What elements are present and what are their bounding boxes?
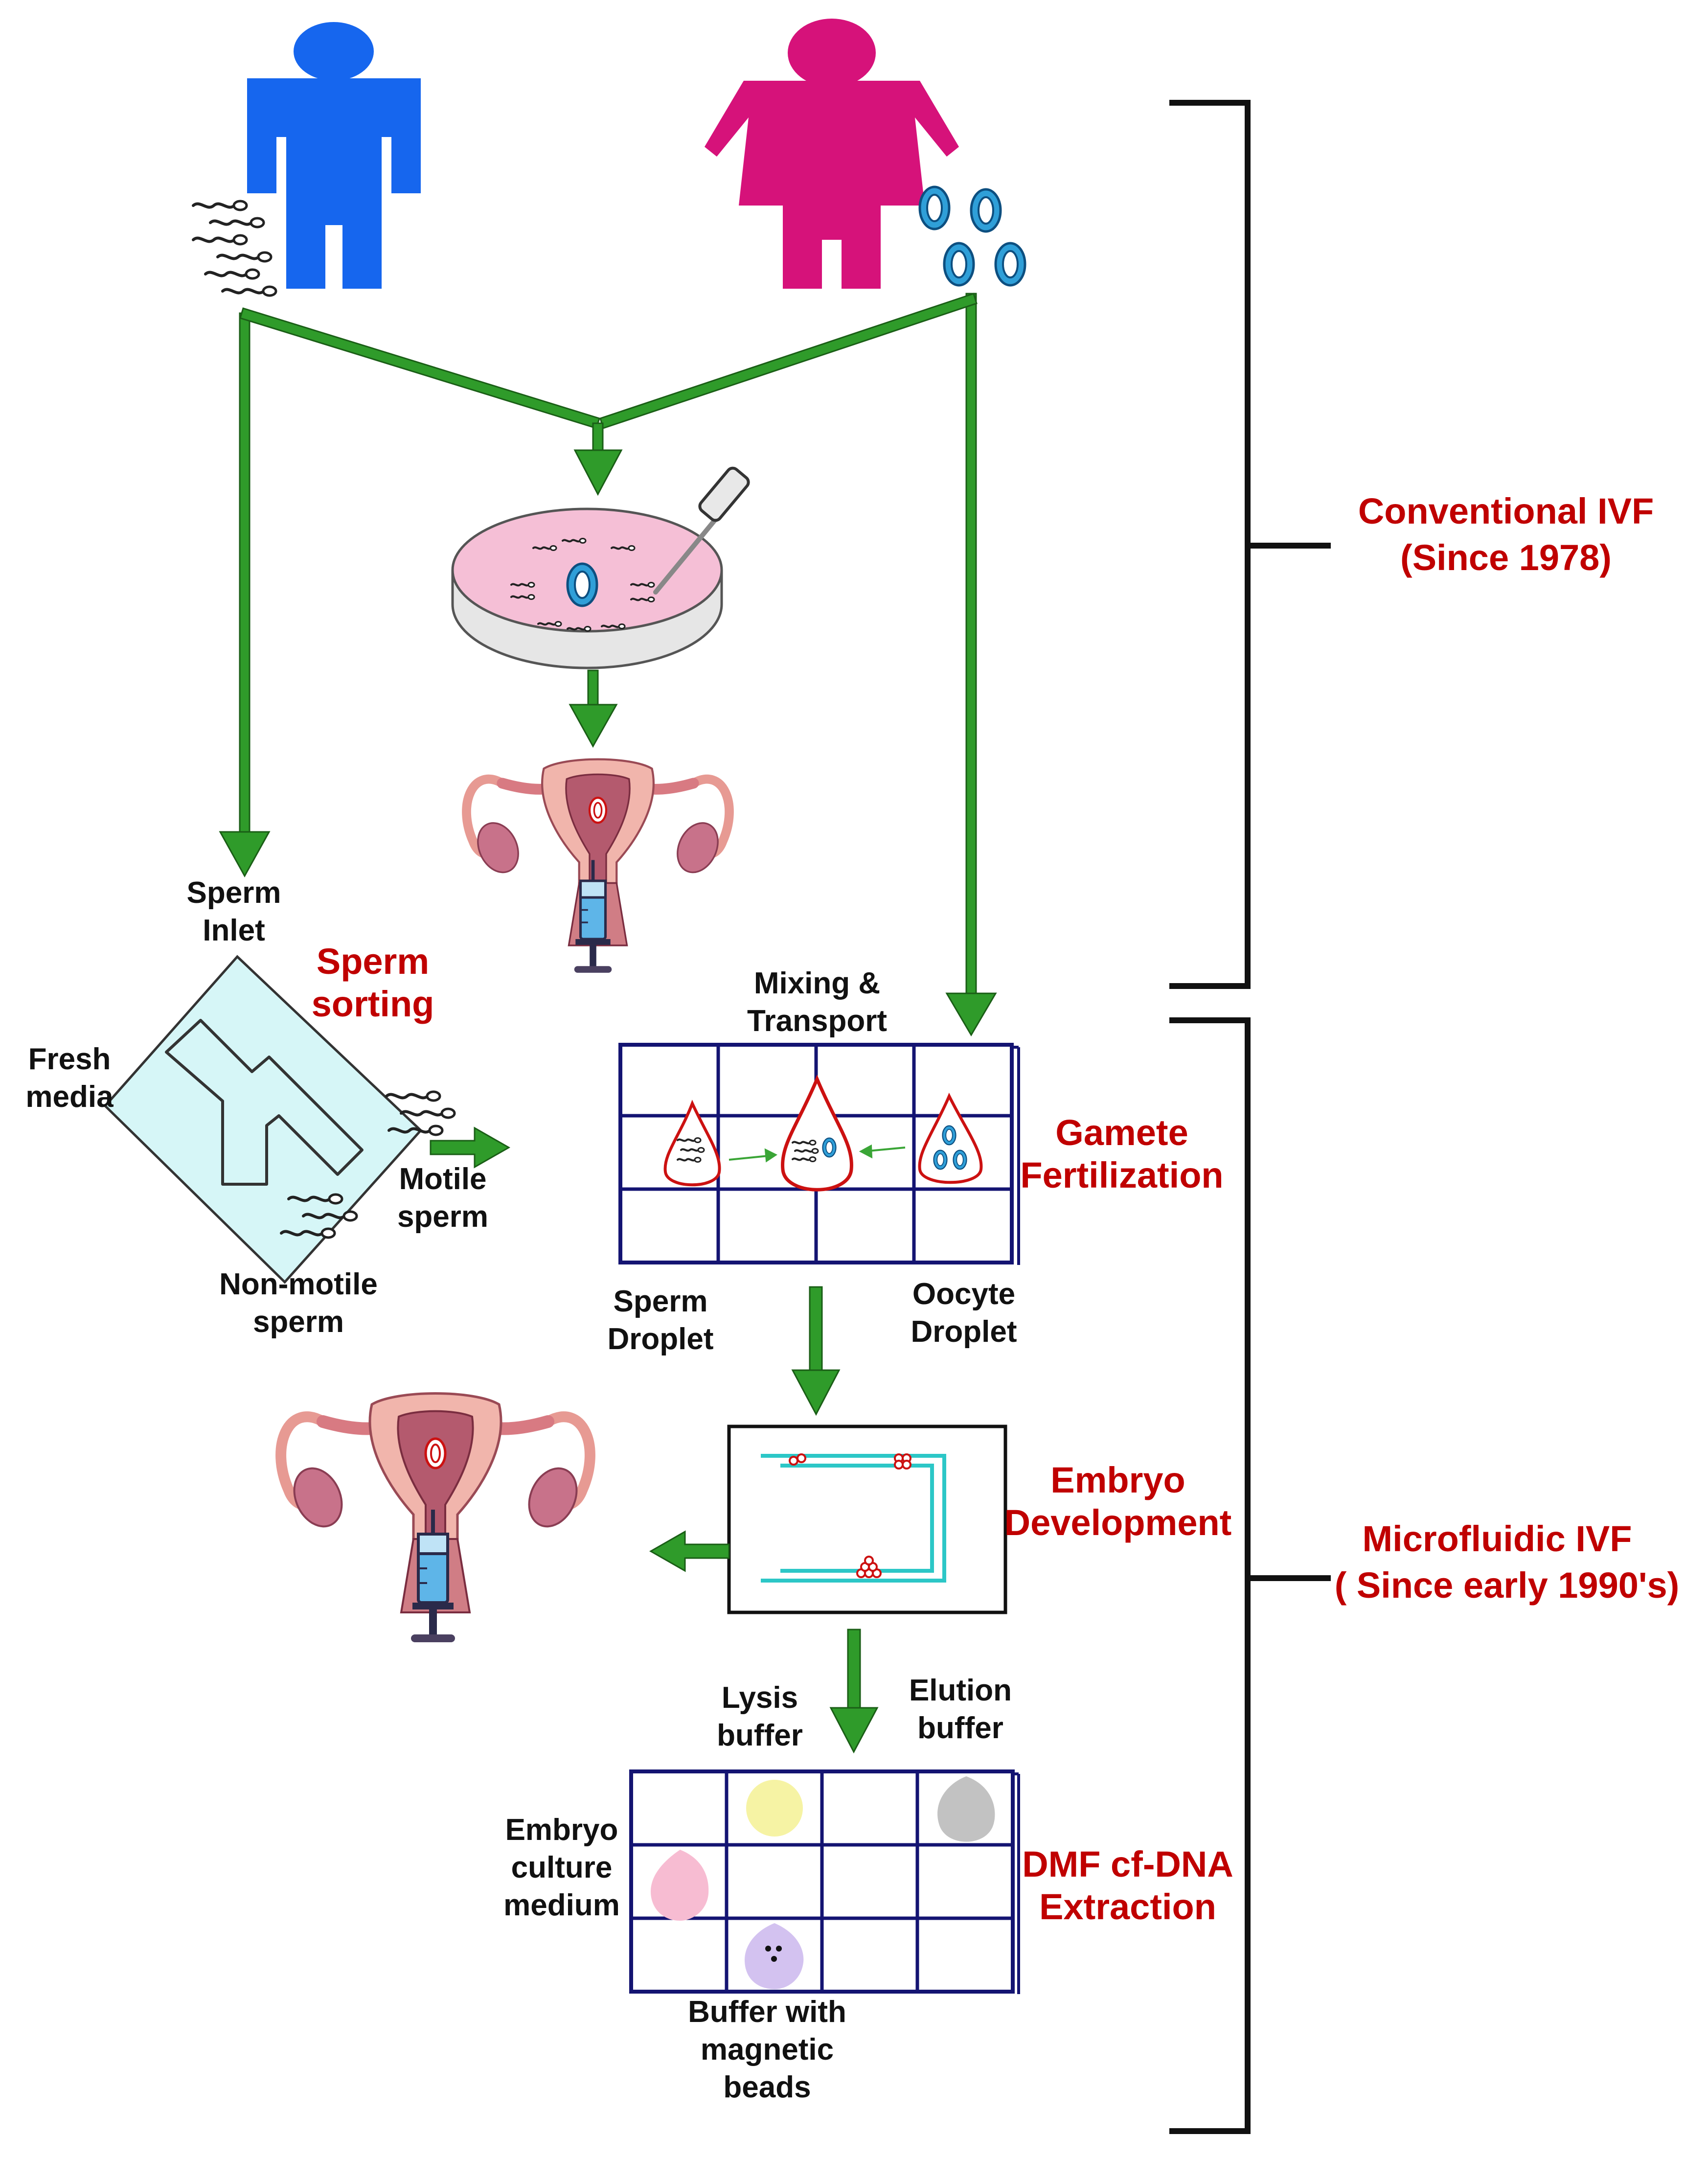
svg-text:Lysis: Lysis — [722, 1681, 798, 1715]
lysis-buffer-droplet — [746, 1780, 803, 1837]
svg-text:Sperm: Sperm — [614, 1285, 708, 1318]
svg-text:buffer: buffer — [917, 1711, 1003, 1745]
bracket-label-conventional: Conventional IVF (Since 1978) — [1358, 491, 1654, 578]
svg-text:Inlet: Inlet — [203, 914, 265, 947]
bracket-label-microfluidic: Microfluidic IVF ( Since early 1990's) — [1335, 1518, 1680, 1606]
petri-dish-icon — [451, 507, 723, 669]
elution-buffer-droplet — [937, 1776, 995, 1842]
svg-text:Fresh: Fresh — [28, 1042, 111, 1076]
svg-text:Droplet: Droplet — [911, 1315, 1017, 1349]
arrow-to-embryo — [791, 1286, 841, 1416]
conventional-bracket — [1169, 100, 1331, 989]
svg-text:sperm: sperm — [397, 1200, 488, 1234]
svg-text:Motile: Motile — [399, 1162, 486, 1196]
label-sperm-inlet: Sperm Inlet — [187, 876, 281, 947]
flow-arrows — [219, 293, 997, 1036]
sperm-droplet — [663, 1100, 721, 1187]
svg-text:Embryo: Embryo — [505, 1813, 618, 1847]
mixing-droplet — [781, 1074, 853, 1192]
svg-text:Elution: Elution — [909, 1674, 1012, 1707]
svg-text:media: media — [25, 1080, 114, 1114]
pipette-icon — [653, 466, 750, 595]
label-sperm-droplet: Sperm Droplet — [608, 1285, 714, 1356]
svg-text:Sperm: Sperm — [187, 876, 281, 910]
svg-text:Embryo: Embryo — [1050, 1460, 1185, 1500]
arrow-to-dmf — [829, 1629, 879, 1754]
svg-text:culture: culture — [511, 1851, 613, 1884]
svg-text:sperm: sperm — [253, 1305, 344, 1339]
section-dmf-extraction: DMF cf-DNA Extraction — [1022, 1844, 1233, 1927]
label-buffer-magnetic-beads: Buffer with magnetic beads — [688, 1995, 846, 2104]
svg-text:Oocyte: Oocyte — [912, 1277, 1015, 1311]
svg-text:Sperm: Sperm — [317, 941, 429, 982]
embryo-development-chip — [727, 1424, 1007, 1614]
arrow-to-transfer — [650, 1531, 730, 1572]
svg-text:Fertilization: Fertilization — [1020, 1155, 1223, 1195]
microfluidic-bracket — [1169, 1017, 1331, 2134]
label-lysis-buffer: Lysis buffer — [717, 1681, 803, 1752]
label-mixing-transport: Mixing & Transport — [747, 966, 887, 1038]
label-fresh-media: Fresh media — [25, 1042, 114, 1114]
svg-text:( Since early 1990's): ( Since early 1990's) — [1335, 1565, 1680, 1606]
svg-text:beads: beads — [723, 2070, 811, 2104]
svg-text:DMF cf-DNA: DMF cf-DNA — [1022, 1844, 1233, 1884]
section-embryo-development: Embryo Development — [1004, 1460, 1232, 1543]
culture-medium-droplet — [651, 1850, 709, 1921]
svg-text:Droplet: Droplet — [608, 1322, 714, 1356]
label-embryo-culture-medium: Embryo culture medium — [503, 1813, 620, 1922]
oocyte-droplet — [918, 1092, 983, 1184]
arrow-to-fertilization — [430, 1127, 510, 1168]
svg-text:(Since 1978): (Since 1978) — [1400, 537, 1612, 578]
oocyte-icon — [920, 187, 1025, 285]
label-motile-sperm: Motile sperm — [397, 1162, 488, 1234]
svg-text:Conventional IVF: Conventional IVF — [1358, 491, 1654, 531]
svg-text:Mixing &: Mixing & — [754, 966, 880, 1000]
svg-text:Transport: Transport — [747, 1004, 887, 1038]
magnetic-beads-droplet — [745, 1923, 804, 1989]
female-figure-icon — [705, 19, 959, 289]
svg-text:magnetic: magnetic — [701, 2033, 834, 2067]
svg-text:Gamete: Gamete — [1055, 1112, 1188, 1153]
label-oocyte-droplet: Oocyte Droplet — [911, 1277, 1017, 1349]
section-gamete-fertilization: Gamete Fertilization — [1020, 1112, 1223, 1195]
svg-text:Non-motile: Non-motile — [219, 1267, 378, 1301]
section-sperm-sorting: Sperm sorting — [312, 941, 434, 1024]
svg-text:Extraction: Extraction — [1039, 1886, 1216, 1927]
male-figure-icon — [247, 22, 421, 289]
svg-text:medium: medium — [503, 1888, 620, 1922]
mixing-arrows — [729, 1144, 906, 1163]
svg-text:Development: Development — [1004, 1502, 1232, 1543]
label-non-motile-sperm: Non-motile sperm — [219, 1267, 378, 1339]
svg-text:buffer: buffer — [717, 1719, 803, 1752]
svg-text:Microfluidic IVF: Microfluidic IVF — [1363, 1518, 1632, 1559]
svg-text:Buffer with: Buffer with — [688, 1995, 846, 2029]
label-elution-buffer: Elution buffer — [909, 1674, 1012, 1745]
sperm-icon — [193, 201, 276, 296]
svg-text:sorting: sorting — [312, 984, 434, 1024]
